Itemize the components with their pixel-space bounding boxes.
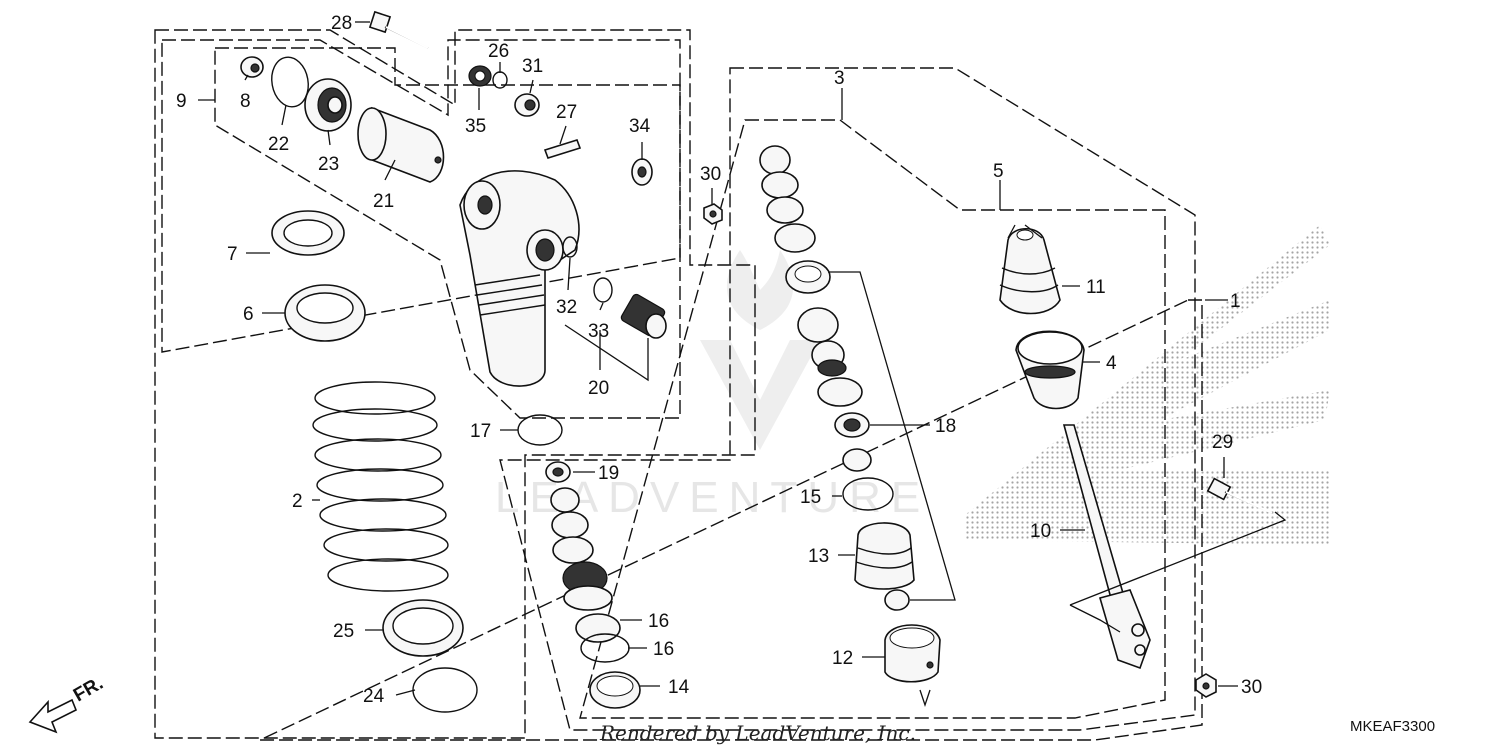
callout-33: 33	[588, 321, 609, 342]
callout-22: 22	[268, 134, 289, 155]
part-12-cap	[884, 624, 941, 683]
part-33-oring	[593, 277, 613, 303]
part-6-adjust-nut	[284, 284, 366, 342]
part-16-ring-a	[575, 613, 621, 643]
part-13-bump-rubber	[854, 522, 915, 590]
callout-20: 20	[588, 378, 609, 399]
part-22-clip	[271, 56, 309, 108]
callout-3: 3	[834, 68, 845, 89]
part-24-ring	[412, 667, 478, 713]
box-shock-assembly	[154, 29, 756, 739]
callout-16b: 16	[653, 639, 674, 660]
part-11-bump-stop	[999, 227, 1061, 315]
callout-18: 18	[935, 416, 956, 437]
callout-12: 12	[832, 648, 853, 669]
callout-15: 15	[800, 487, 821, 508]
assembly-boxes	[154, 29, 1203, 741]
callout-7: 7	[227, 244, 238, 265]
callout-30a: 30	[700, 164, 721, 185]
callout-23: 23	[318, 154, 339, 175]
part-21-bladder	[357, 106, 445, 183]
callout-6: 6	[243, 304, 254, 325]
callout-2: 2	[292, 491, 303, 512]
callout-16a: 16	[648, 611, 669, 632]
diagram-code: MKEAF3300	[1350, 718, 1435, 735]
part-10-damper-rod	[1062, 424, 1151, 670]
callout-13: 13	[808, 546, 829, 567]
part-19-nut	[545, 461, 571, 483]
part-3-rod-stack	[759, 145, 863, 407]
part-bushing-small	[884, 589, 910, 611]
callout-30b: 30	[1241, 677, 1262, 698]
callout-11: 11	[1086, 277, 1106, 298]
part-14-collar	[589, 671, 641, 709]
render-credit: Rendered by LeadVenture, Inc.	[599, 721, 916, 745]
part-20-adjuster	[620, 293, 667, 339]
leader-lines	[198, 21, 1287, 708]
callout-21: 21	[373, 191, 394, 212]
honda-wing-logo-icon	[965, 225, 1330, 545]
callout-34: 34	[629, 116, 651, 137]
part-8-nut	[240, 56, 264, 78]
callout-24: 24	[363, 686, 385, 707]
callout-1: 1	[1230, 291, 1241, 312]
part-25-spring-seat	[382, 599, 464, 657]
callout-9: 9	[176, 91, 187, 112]
box-assembly-9	[214, 47, 681, 419]
callout-10: 10	[1030, 521, 1051, 542]
part-17-clip	[517, 414, 563, 446]
callout-26: 26	[488, 41, 509, 62]
part-26-oring	[492, 71, 508, 89]
callout-27: 27	[556, 102, 577, 123]
part-29-bolt	[1206, 477, 1273, 514]
part-18-seal	[834, 412, 872, 472]
callout-35: 35	[465, 116, 486, 137]
callout-32: 32	[556, 297, 577, 318]
part-32-oring	[562, 236, 578, 258]
callout-17: 17	[470, 421, 491, 442]
callout-14: 14	[668, 677, 690, 698]
direction-label: FR.	[70, 673, 107, 706]
part-4-cup	[1015, 330, 1085, 410]
box-damper-upper	[161, 39, 681, 353]
box-assembly-5	[579, 119, 1166, 719]
callout-labels: 1 2 3 4 5 6 7 8 9 10 11 12 13 14 15 16 1…	[176, 13, 1262, 707]
part-31-bushing	[514, 93, 540, 117]
part-27-label	[543, 139, 582, 159]
callout-25: 25	[333, 621, 354, 642]
box-assembly-3	[499, 67, 1196, 731]
part-2-spring	[312, 381, 449, 592]
part-30-nut-lower	[1195, 673, 1217, 698]
part-23-cap	[304, 78, 352, 132]
part-damper-body	[459, 170, 580, 387]
callout-19: 19	[598, 463, 619, 484]
callout-29: 29	[1212, 432, 1233, 453]
callout-31: 31	[522, 56, 543, 77]
callout-28: 28	[331, 13, 352, 34]
part-35-seal	[468, 65, 492, 87]
part-valve-stack-lower	[550, 487, 613, 611]
part-15-oring	[842, 477, 894, 511]
callout-8: 8	[240, 91, 251, 112]
part-7-lock-nut	[271, 210, 345, 256]
callout-4: 4	[1106, 353, 1117, 374]
part-28-bolt	[368, 10, 429, 49]
box-assembly-1	[259, 299, 1203, 741]
callout-5: 5	[993, 161, 1004, 182]
front-direction-arrow-icon: FR.	[28, 673, 107, 734]
part-34-washer	[631, 158, 653, 186]
part-30-nut-upper	[703, 203, 723, 225]
